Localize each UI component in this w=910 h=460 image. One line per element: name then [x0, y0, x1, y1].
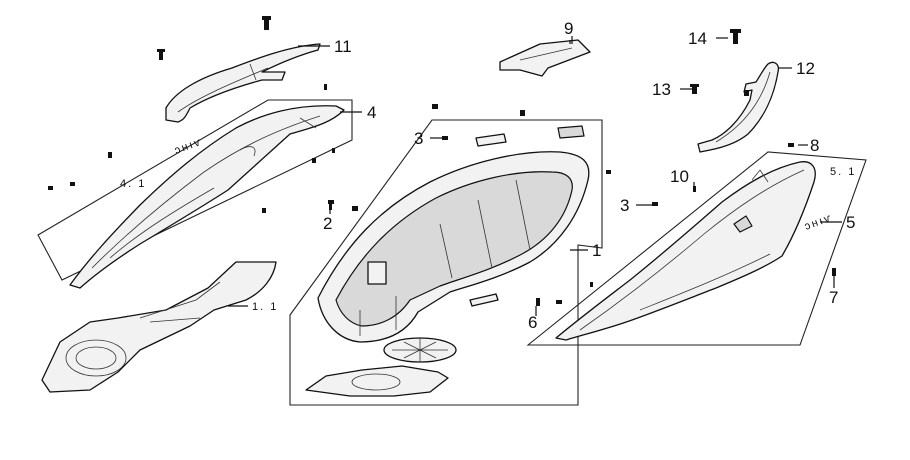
- bolt-icon: [48, 186, 53, 190]
- callout-3-left: 3: [414, 129, 423, 148]
- bottom-mat: [305, 365, 449, 397]
- frame-left-side-cover: [37, 99, 353, 281]
- bolt-icon: [432, 104, 438, 109]
- label-plate-left: [475, 133, 507, 147]
- bolt-icon: [70, 182, 75, 186]
- bolt-icon: [108, 152, 112, 158]
- bolt-icon: [324, 84, 327, 90]
- bolt-icon: [536, 298, 540, 306]
- callout-5-1: 5. 1: [830, 166, 856, 178]
- part-11-grab-handle-left: [165, 43, 321, 123]
- bolt-icon: [652, 202, 658, 206]
- bolt-icon: [590, 282, 593, 287]
- part-1-1-liner: [41, 261, 277, 393]
- bolt-icon: [606, 170, 611, 174]
- small-clip-plate: [469, 293, 499, 307]
- callout-8: 8: [810, 136, 819, 155]
- bolt-icon: [693, 186, 696, 192]
- bolt-icon: [520, 110, 525, 116]
- part-1-luggage-box: [305, 125, 590, 397]
- luggage-box-latch: [367, 261, 387, 285]
- bolt-icon: [262, 208, 266, 213]
- bolt-icon: [262, 16, 271, 20]
- bolt-icon: [332, 148, 335, 153]
- part-4-left-side-cover: ɔʜıⱱ: [69, 105, 345, 289]
- frame-luggage-box: [289, 119, 603, 406]
- callout-7: 7: [829, 288, 838, 307]
- bolt-icon: [157, 49, 165, 52]
- bolt-icon: [692, 84, 697, 94]
- callout-13: 13: [652, 80, 671, 99]
- callout-1: 1: [592, 241, 601, 260]
- frame-right-side-cover: [526, 151, 867, 346]
- bolt-icon: [744, 90, 749, 96]
- callout-4-1: 4. 1: [120, 178, 146, 190]
- bolt-icon: [264, 18, 269, 30]
- bolt-icon: [556, 300, 562, 304]
- callout-2: 2: [323, 214, 332, 233]
- callout-10: 10: [670, 167, 689, 186]
- bolt-icon: [328, 200, 334, 204]
- bolt-icon: [832, 268, 836, 276]
- bolt-icon: [159, 50, 163, 60]
- bolt-icon: [352, 206, 358, 211]
- fastener-bolts: [48, 16, 836, 306]
- bolt-icon: [442, 136, 448, 140]
- part-9-cover-plate: [499, 39, 591, 77]
- callout-11: 11: [334, 37, 352, 56]
- bolt-icon: [730, 29, 741, 33]
- callout-12: 12: [796, 59, 815, 78]
- callout-14: 14: [688, 29, 707, 48]
- right-cover-vent: [733, 215, 753, 233]
- part-12-grab-handle-right: [697, 61, 780, 153]
- callout-1-1: 1. 1: [252, 301, 278, 313]
- bolt-icon: [788, 143, 794, 147]
- leader-lines: [228, 36, 842, 316]
- callout-6: 6: [528, 313, 537, 332]
- bolt-icon: [690, 84, 699, 87]
- callout-4: 4: [367, 103, 376, 122]
- callout-9: 9: [564, 19, 573, 38]
- part-5-right-side-cover: ɔʜıⱱ: [555, 161, 834, 341]
- label-plate-right: [557, 125, 585, 139]
- callout-5: 5: [846, 213, 855, 232]
- bolt-icon: [733, 30, 738, 44]
- bolt-icon: [312, 158, 316, 163]
- callout-3-right: 3: [620, 196, 629, 215]
